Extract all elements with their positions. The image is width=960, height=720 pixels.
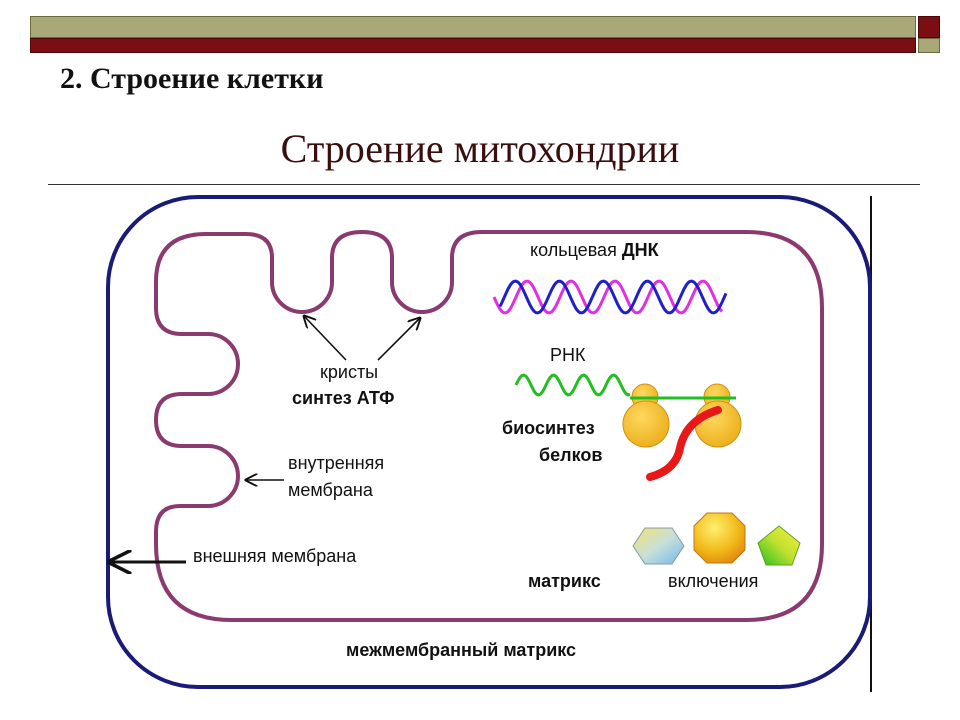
slide-heading: 2. Строение клетки <box>60 62 324 95</box>
dna-label: кольцевая ДНК <box>530 240 660 260</box>
cristae-label: кристы <box>320 362 378 382</box>
cristae-arrow-left <box>304 316 347 361</box>
inclusion-octagon <box>693 512 746 564</box>
atp-synthesis-label: синтез АТФ <box>292 388 395 408</box>
corner-square-olive <box>918 38 940 53</box>
outer-membrane-label: внешняя мембрана <box>193 546 357 566</box>
protein-biosynthesis-label-line1: биосинтез <box>502 418 595 438</box>
inner-membrane <box>153 229 824 622</box>
protein-chain <box>646 406 722 481</box>
ribosome-left <box>622 383 670 448</box>
corner-square-maroon <box>918 16 940 38</box>
header-band-maroon <box>30 38 916 53</box>
dna-strand-blue <box>498 279 728 315</box>
header-band-olive <box>30 16 916 38</box>
inclusion-hexagon <box>632 527 685 565</box>
intermembrane-matrix-label: межмембранный матрикс <box>346 640 576 660</box>
protein-biosynthesis-label-line2: белков <box>539 445 602 465</box>
matrix-label: матрикс <box>528 571 601 591</box>
circular-dna-helix <box>492 279 728 315</box>
cristae-arrow-right <box>377 318 420 361</box>
inclusions-label: включения <box>668 571 758 591</box>
rna-label: РНК <box>550 345 586 365</box>
dna-strand-magenta <box>492 279 724 315</box>
outer-membrane <box>106 195 872 689</box>
title-divider <box>48 184 920 185</box>
rna-strand <box>514 373 631 397</box>
inner-membrane-label-line1: внутренняя <box>288 453 384 473</box>
slide-title: Строение митохондрии <box>280 126 680 171</box>
inclusion-pentagon <box>757 525 801 566</box>
inner-membrane-label-line2: мембрана <box>288 480 374 500</box>
